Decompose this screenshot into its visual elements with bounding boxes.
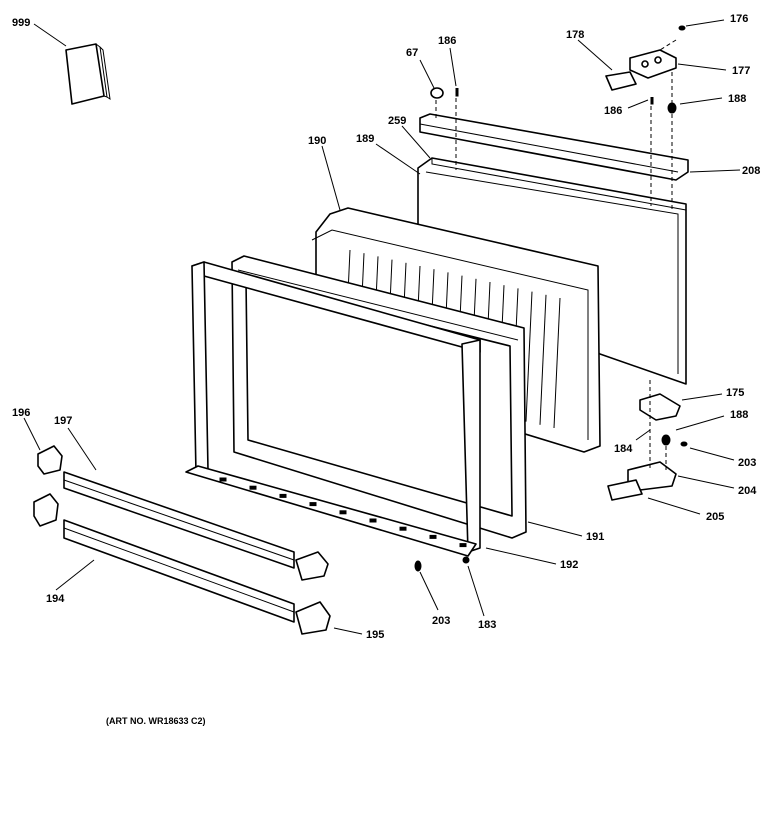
frame-notch (279, 493, 287, 498)
frame-notch (249, 485, 257, 490)
assembly-lines (435, 39, 677, 470)
callout-205: 205 (706, 511, 724, 523)
frame-notch (459, 543, 467, 548)
callout-204: 204 (738, 485, 757, 497)
liner-rib (539, 294, 547, 425)
handle-upper-part (63, 471, 295, 569)
callout-999: 999 (12, 17, 30, 29)
callout-188-bottom: 188 (730, 409, 748, 421)
callout-176: 176 (730, 13, 748, 25)
callout-177: 177 (732, 65, 750, 77)
frame-notch (369, 518, 377, 523)
frame-notch (339, 510, 347, 515)
callout-203: 203 (738, 457, 756, 469)
callout-183: 183 (478, 619, 496, 631)
callout-189: 189 (356, 133, 374, 145)
frame-notch (219, 477, 227, 482)
callout-194: 194 (46, 593, 65, 605)
callout-196: 196 (12, 407, 30, 419)
top-hinge-part (430, 25, 686, 114)
frame-notch (309, 502, 317, 507)
liner-rib (525, 291, 533, 422)
callout-186-hinge: 186 (604, 105, 622, 117)
breaker-frame-part (185, 261, 481, 557)
callout-208: 208 (742, 165, 760, 177)
callout-259: 259 (388, 115, 406, 127)
callout-195: 195 (366, 629, 384, 641)
leader-lines (23, 19, 741, 635)
handle-end-cap-part (33, 445, 331, 635)
callout-191: 191 (586, 531, 604, 543)
art-number: (ART NO. WR18633 C2) (106, 716, 206, 726)
frame-notch (399, 526, 407, 531)
callout-178: 178 (566, 29, 584, 41)
liner-rib (553, 297, 561, 429)
bottom-hinge-part (414, 393, 688, 572)
callout-184: 184 (614, 443, 633, 455)
callout-175: 175 (726, 387, 744, 399)
callout-190: 190 (308, 135, 326, 147)
frame-notch (429, 534, 437, 539)
door-top-cap-part (419, 113, 689, 181)
callout-186: 186 (438, 35, 456, 47)
owners-manual-part (65, 43, 111, 105)
callout-188: 188 (728, 93, 746, 105)
callout-203-bottom: 203 (432, 615, 450, 627)
callout-192: 192 (560, 559, 578, 571)
callout-labels: 999 67 186 178 176 177 186 188 259 189 1… (12, 13, 760, 726)
callout-67: 67 (406, 47, 418, 59)
frame-notches (219, 477, 467, 548)
handle-lower-part (63, 519, 295, 623)
callout-197: 197 (54, 415, 72, 427)
